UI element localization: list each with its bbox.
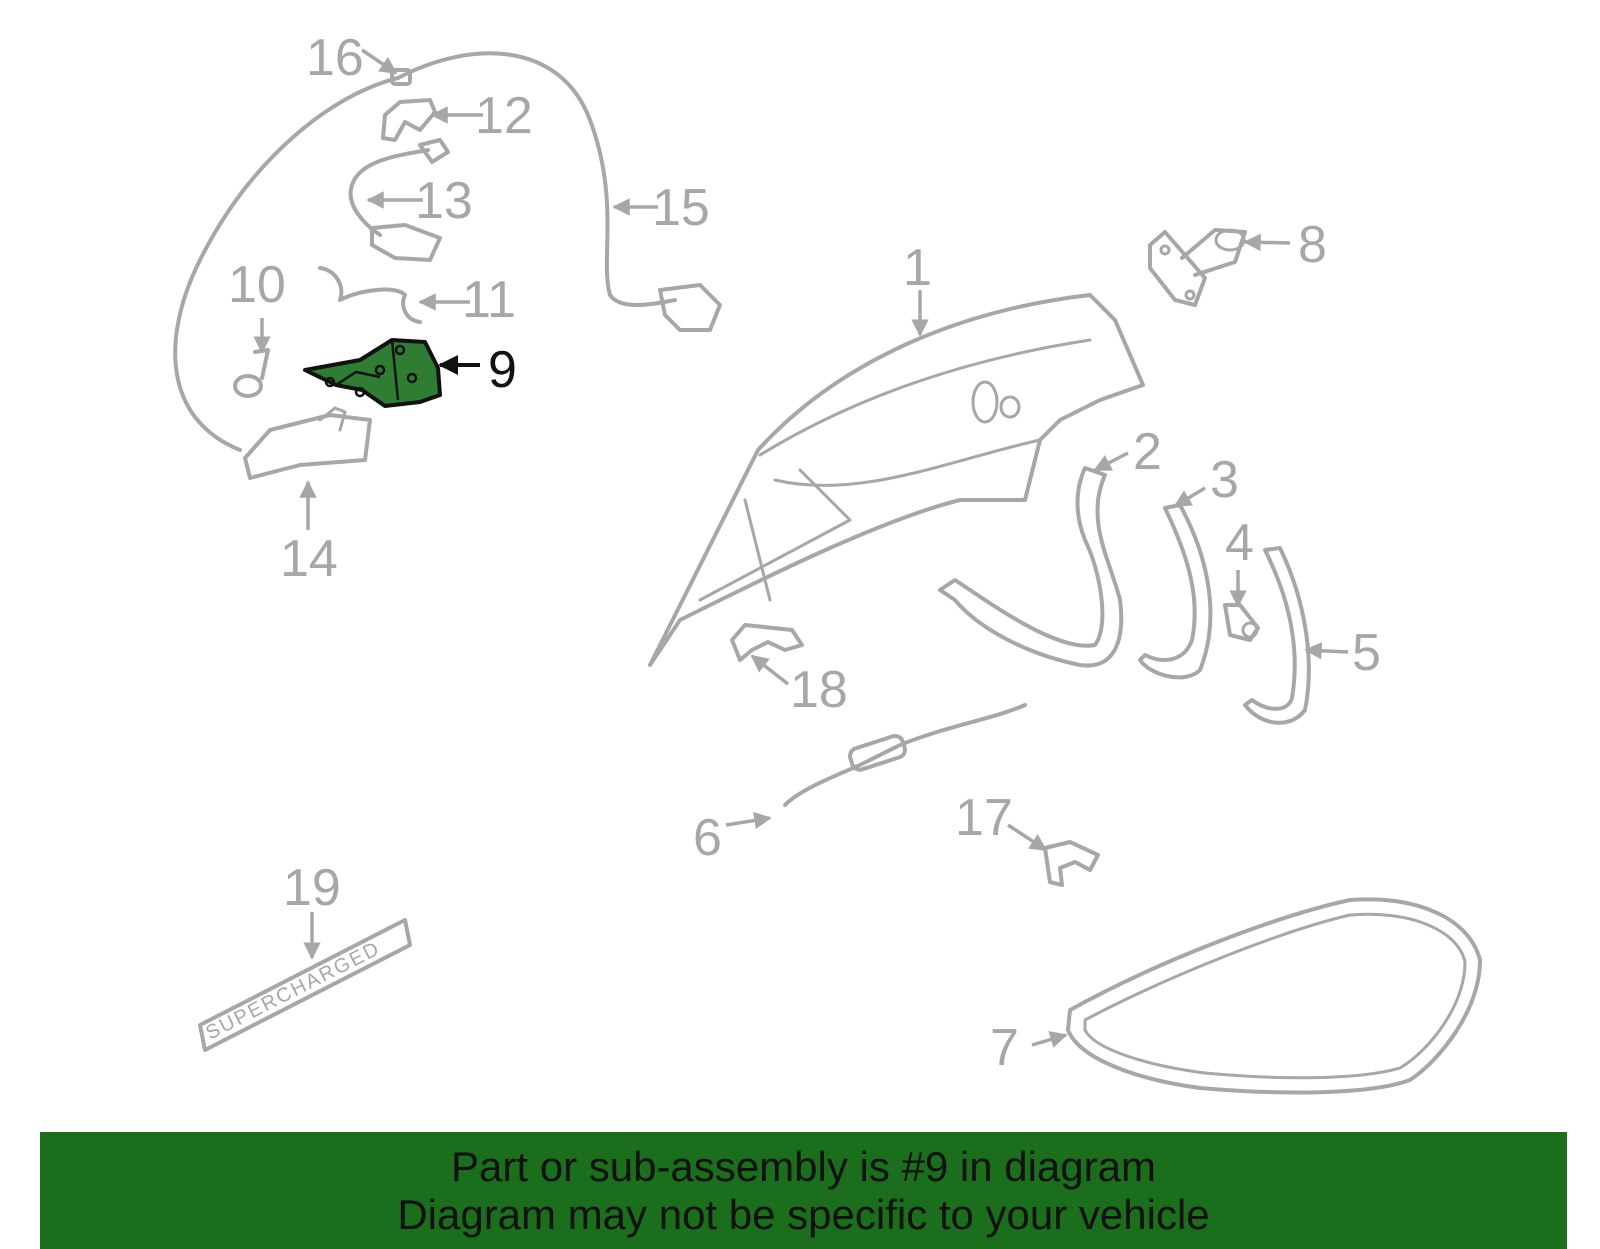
- callout-1: 1: [903, 239, 932, 297]
- part-13-harness[interactable]: [348, 138, 450, 262]
- callout-16: 16: [306, 29, 364, 87]
- leader-arrows: [253, 48, 1349, 1048]
- part-4-bolt[interactable]: [1223, 603, 1260, 642]
- part-10-bolt[interactable]: [233, 348, 270, 398]
- part-6-rod[interactable]: [783, 703, 1027, 807]
- callout-3: 3: [1210, 451, 1239, 509]
- callout-11: 11: [462, 271, 516, 329]
- part-15-release-cable[interactable]: [173, 51, 722, 452]
- parts-diagram: SUPERCHARGED 1 2 3 4 5 6 7 8 9 10 11: [173, 29, 1482, 1095]
- info-banner: Part or sub-assembly is #9 in diagram Di…: [40, 1132, 1567, 1249]
- part-19-emblem[interactable]: SUPERCHARGED: [198, 918, 412, 1052]
- part-18-clip[interactable]: [730, 623, 804, 662]
- callout-17: 17: [955, 789, 1013, 847]
- callout-8: 8: [1298, 216, 1327, 274]
- part-8-hinge-pin[interactable]: [1148, 228, 1247, 307]
- banner-line-part: Part or sub-assembly is #9 in diagram: [451, 1142, 1156, 1190]
- part-9-hinge-bracket[interactable]: [303, 338, 442, 408]
- part-14-latch[interactable]: [243, 406, 372, 480]
- part-7-weatherstrip[interactable]: [1066, 897, 1482, 1095]
- callout-14: 14: [280, 530, 338, 588]
- part-1-deck-lid[interactable]: [648, 293, 1145, 667]
- part-2-strap[interactable]: [938, 466, 1124, 668]
- part-5-strap[interactable]: [1243, 546, 1311, 725]
- banner-line-disclaimer: Diagram may not be specific to your vehi…: [397, 1190, 1210, 1238]
- callout-4: 4: [1225, 514, 1254, 572]
- callout-15: 15: [652, 179, 710, 237]
- callout-7: 7: [990, 1019, 1019, 1077]
- part-3-strap[interactable]: [1138, 503, 1213, 680]
- part-16-cable-clip[interactable]: [390, 68, 412, 86]
- callout-6: 6: [693, 809, 722, 867]
- callout-19: 19: [283, 859, 341, 917]
- callout-9-highlighted: 9: [488, 341, 517, 399]
- callout-13: 13: [415, 172, 473, 230]
- callout-numbers: 1 2 3 4 5 6 7 8 9 10 11 12 13 14 15 16 1…: [228, 29, 1381, 1077]
- part-11-rod[interactable]: [318, 266, 422, 324]
- callout-12: 12: [475, 87, 533, 145]
- emblem-text: SUPERCHARGED: [202, 937, 384, 1044]
- part-12-bracket[interactable]: [381, 98, 437, 142]
- callout-18: 18: [790, 661, 848, 719]
- callout-5: 5: [1352, 624, 1381, 682]
- callout-10: 10: [228, 256, 286, 314]
- callout-2: 2: [1133, 423, 1162, 481]
- part-17-clip[interactable]: [1043, 840, 1100, 887]
